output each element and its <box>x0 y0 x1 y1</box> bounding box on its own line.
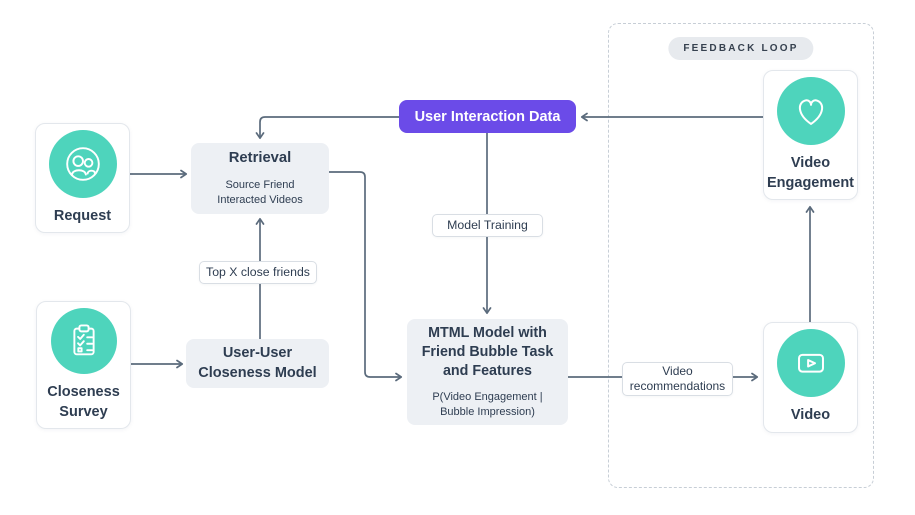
node-closeness-survey-label: Closeness Survey <box>47 384 120 420</box>
edge-retrieval-to-mtml <box>329 171 403 382</box>
node-retrieval-subtitle: Source Friend Interacted Videos <box>217 178 303 206</box>
node-mtml-model: MTML Model with Friend Bubble Task and F… <box>407 319 568 425</box>
node-retrieval-title: Retrieval <box>228 150 292 167</box>
feedback-loop-badge: FEEDBACK LOOP <box>668 37 814 60</box>
edge-interaction-data-to-retrieval <box>255 116 399 140</box>
node-request: Request <box>35 123 130 233</box>
node-user-interaction-data: User Interaction Data <box>399 100 576 133</box>
node-video: Video <box>763 322 858 433</box>
node-video-engagement-label: Video Engagement <box>767 155 855 191</box>
node-mtml-model-title: MTML Model with Friend Bubble Task and F… <box>421 325 554 379</box>
node-user-user-closeness-model-title: User-User Closeness Model <box>198 345 317 381</box>
feedback-loop-container: FEEDBACK LOOP <box>608 23 874 488</box>
node-video-engagement: Video Engagement <box>763 70 858 200</box>
edge-label-top-x-close-friends: Top X close friends <box>199 261 317 284</box>
edge-label-model-training: Model Training <box>432 214 543 237</box>
node-retrieval: Retrieval Source Friend Interacted Video… <box>191 143 329 214</box>
node-video-label: Video <box>790 407 831 424</box>
node-mtml-model-subtitle: P(Video Engagement | Bubble Impression) <box>432 390 543 418</box>
edge-label-video-recommendations: Video recommendations <box>622 362 733 396</box>
survey-clipboard-icon <box>50 308 117 375</box>
node-user-interaction-data-title: User Interaction Data <box>414 108 561 125</box>
node-closeness-survey: Closeness Survey <box>36 301 131 429</box>
heart-icon <box>776 77 845 146</box>
node-request-label: Request <box>53 207 112 224</box>
video-play-icon <box>776 329 845 398</box>
friends-icon <box>48 129 117 198</box>
node-user-user-closeness-model: User-User Closeness Model <box>186 339 329 388</box>
